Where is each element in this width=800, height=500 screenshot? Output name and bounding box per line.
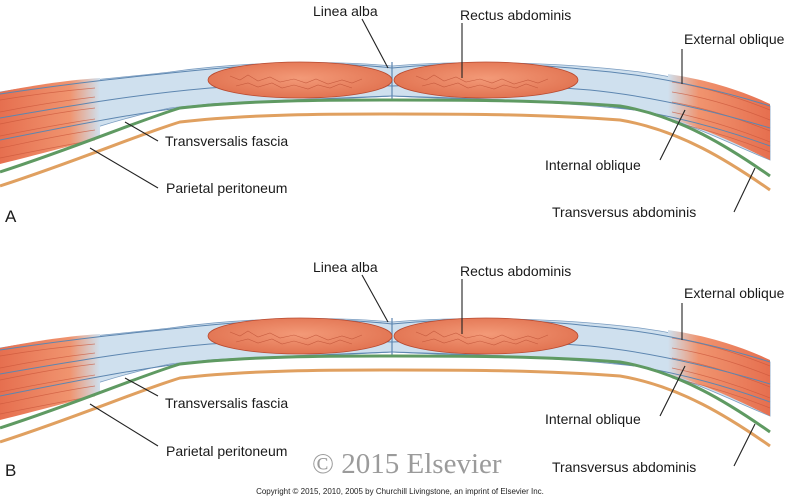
- label-internal-oblique-b: Internal oblique: [545, 411, 641, 427]
- watermark: © 2015 Elsevier: [312, 448, 502, 480]
- copyright-notice: Copyright © 2015, 2010, 2005 by Churchil…: [256, 487, 544, 496]
- label-external-oblique-a: External oblique: [684, 31, 785, 47]
- leader-transversus-a: [733, 167, 756, 213]
- leader-linea-alba-a: [361, 18, 389, 69]
- label-transversalis-fascia-a: Transversalis fascia: [165, 133, 288, 149]
- leader-internal-oblique-a: [659, 109, 686, 161]
- leader-internal-oblique-b: [659, 365, 686, 417]
- label-external-oblique-b: External oblique: [684, 285, 785, 301]
- panel-a: Linea alba Rectus abdominis External obl…: [0, 3, 785, 226]
- label-transversus-abdominis-a: Transversus abdominis: [552, 204, 696, 220]
- label-transversus-abdominis-b: Transversus abdominis: [552, 459, 696, 475]
- panel-b: Linea alba Rectus abdominis External obl…: [0, 259, 785, 480]
- label-linea-alba-b: Linea alba: [313, 259, 378, 275]
- label-rectus-abdominis-b: Rectus abdominis: [460, 263, 571, 279]
- leader-peritoneum-a: [89, 147, 159, 189]
- panel-letter-a: A: [5, 207, 17, 226]
- leader-transversalis-b: [124, 377, 159, 397]
- label-linea-alba-a: Linea alba: [313, 3, 378, 19]
- leader-transversus-b: [733, 423, 756, 467]
- leader-peritoneum-b: [89, 403, 159, 447]
- label-parietal-peritoneum-a: Parietal peritoneum: [166, 180, 287, 196]
- panel-letter-b: B: [5, 461, 16, 480]
- label-rectus-abdominis-a: Rectus abdominis: [460, 7, 571, 23]
- leader-transversalis-a: [124, 121, 159, 142]
- leader-linea-alba-b: [361, 274, 389, 323]
- label-parietal-peritoneum-b: Parietal peritoneum: [166, 443, 287, 459]
- label-internal-oblique-a: Internal oblique: [545, 157, 641, 173]
- label-transversalis-fascia-b: Transversalis fascia: [165, 395, 288, 411]
